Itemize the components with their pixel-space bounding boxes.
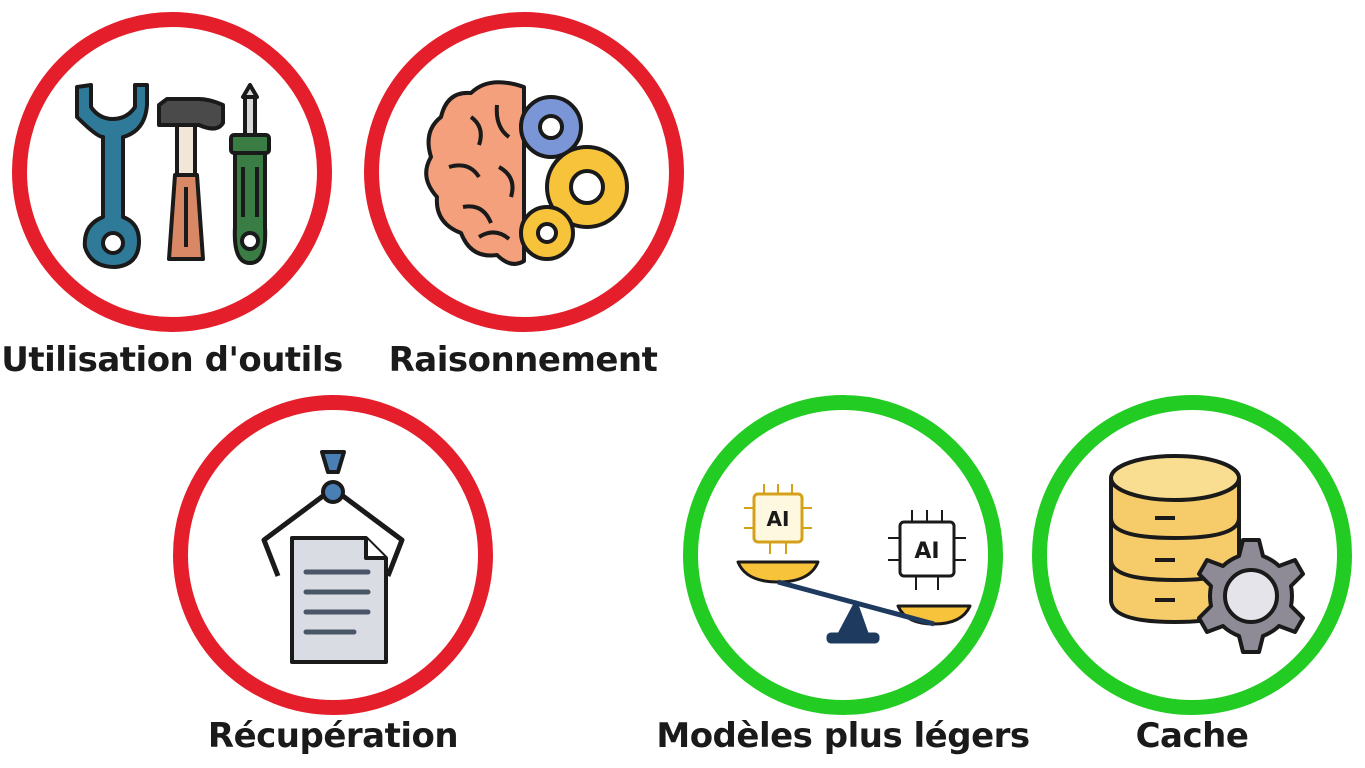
brain-gears-icon xyxy=(424,80,629,266)
label-cache: Cache xyxy=(1135,716,1249,756)
circle-cache xyxy=(1032,395,1352,715)
label-reasoning: Raisonnement xyxy=(388,340,658,380)
label-tools: Utilisation d'outils xyxy=(1,340,343,380)
chip-right-label: AI xyxy=(914,539,939,564)
circle-reasoning xyxy=(364,12,684,332)
label-retrieval: Récupération xyxy=(207,716,459,756)
document-retrieval-icon xyxy=(261,450,405,664)
circle-tools xyxy=(12,12,332,332)
circle-lighter-models: AI AI xyxy=(683,395,1003,715)
ai-scale-icon: AI AI xyxy=(736,484,972,644)
database-gear-icon xyxy=(1109,454,1305,654)
label-lighter-models: Modèles plus légers xyxy=(656,716,1030,756)
chip-left-label: AI xyxy=(767,507,790,531)
circle-retrieval xyxy=(173,395,493,715)
tools-icon xyxy=(75,83,271,269)
